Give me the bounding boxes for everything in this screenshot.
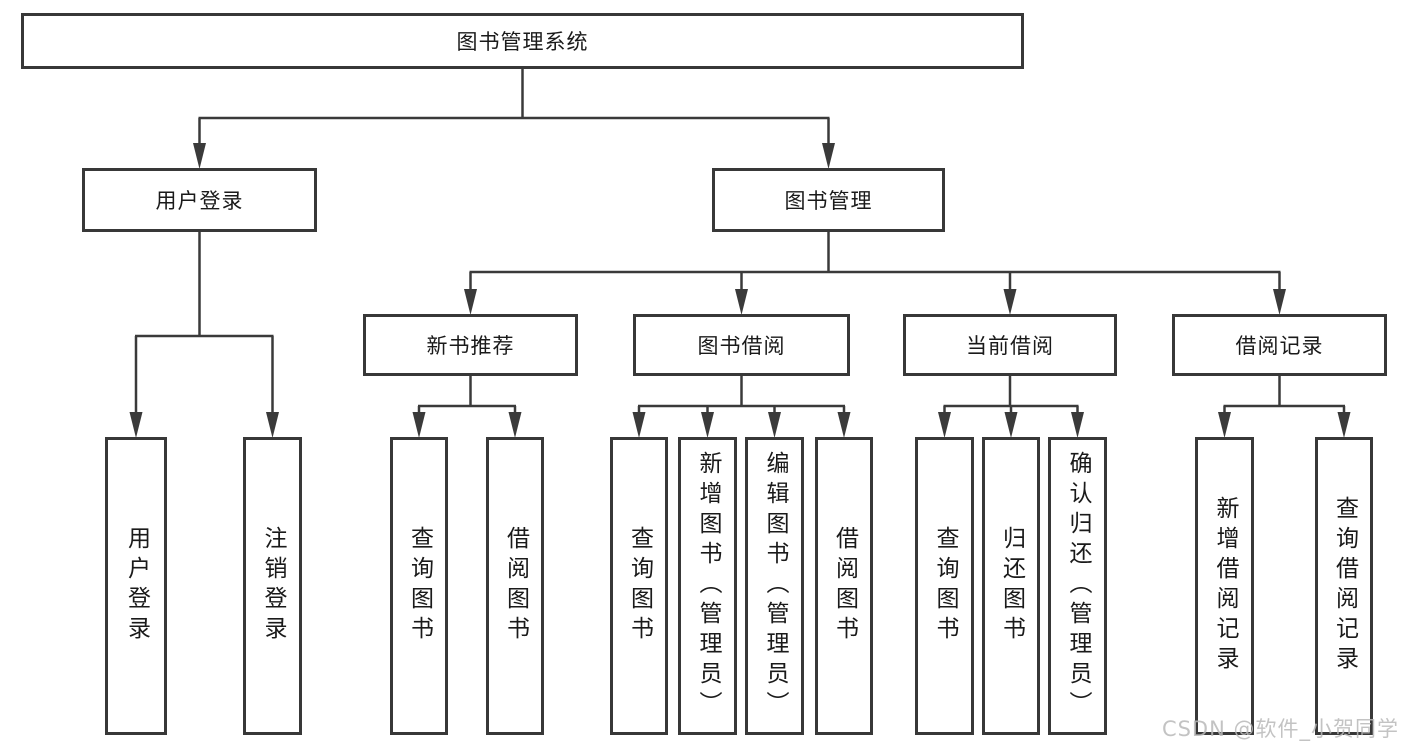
node-logout-leaf: 注销登录 <box>243 437 302 735</box>
node-br-query: 查询借阅记录 <box>1315 437 1373 735</box>
node-label: 用户登录 <box>155 189 244 213</box>
node-bb-borrow: 借阅图书 <box>815 437 873 735</box>
node-book-borrow: 图书借阅 <box>633 314 850 376</box>
node-nbr-query: 查询图书 <box>390 437 448 735</box>
node-label: 查询图书 <box>626 526 653 646</box>
node-borrow-record: 借阅记录 <box>1172 314 1387 376</box>
node-label: 归还图书 <box>998 526 1025 646</box>
node-label: 新增借阅记录 <box>1212 496 1238 676</box>
node-new-book-rec: 新书推荐 <box>363 314 578 376</box>
node-label: 编辑图书（管理员） <box>762 451 788 721</box>
node-label: 查询图书 <box>932 526 958 646</box>
node-user-login-leaf: 用户登录 <box>105 437 167 735</box>
node-bb-edit: 编辑图书（管理员） <box>745 437 804 735</box>
node-root: 图书管理系统 <box>21 13 1024 69</box>
node-cb-confirm: 确认归还（管理员） <box>1048 437 1107 735</box>
watermark: CSDN @软件_小贺同学 <box>1161 717 1399 741</box>
node-label: 图书管理系统 <box>456 30 589 54</box>
node-book-mgmt: 图书管理 <box>712 168 945 232</box>
node-label: 新书推荐 <box>426 334 515 358</box>
node-label: 新增图书（管理员） <box>695 451 721 721</box>
node-label: 图书借阅 <box>697 334 786 358</box>
node-label: 借阅记录 <box>1235 334 1324 358</box>
node-label: 当前借阅 <box>966 334 1054 358</box>
node-label: 注销登录 <box>260 526 286 646</box>
node-label: 借阅图书 <box>502 526 529 646</box>
node-nbr-borrow: 借阅图书 <box>486 437 544 735</box>
node-br-add: 新增借阅记录 <box>1195 437 1254 735</box>
node-current-borrow: 当前借阅 <box>903 314 1117 376</box>
node-cb-return: 归还图书 <box>982 437 1040 735</box>
node-label: 用户登录 <box>123 526 150 646</box>
node-user-login: 用户登录 <box>82 168 317 232</box>
node-label: 确认归还（管理员） <box>1065 451 1091 721</box>
node-label: 图书管理 <box>784 189 873 213</box>
node-cb-query: 查询图书 <box>915 437 974 735</box>
node-label: 查询借阅记录 <box>1331 496 1358 676</box>
node-label: 借阅图书 <box>831 526 858 646</box>
node-bb-query: 查询图书 <box>610 437 668 735</box>
node-label: 查询图书 <box>406 526 433 646</box>
node-bb-add: 新增图书（管理员） <box>678 437 737 735</box>
